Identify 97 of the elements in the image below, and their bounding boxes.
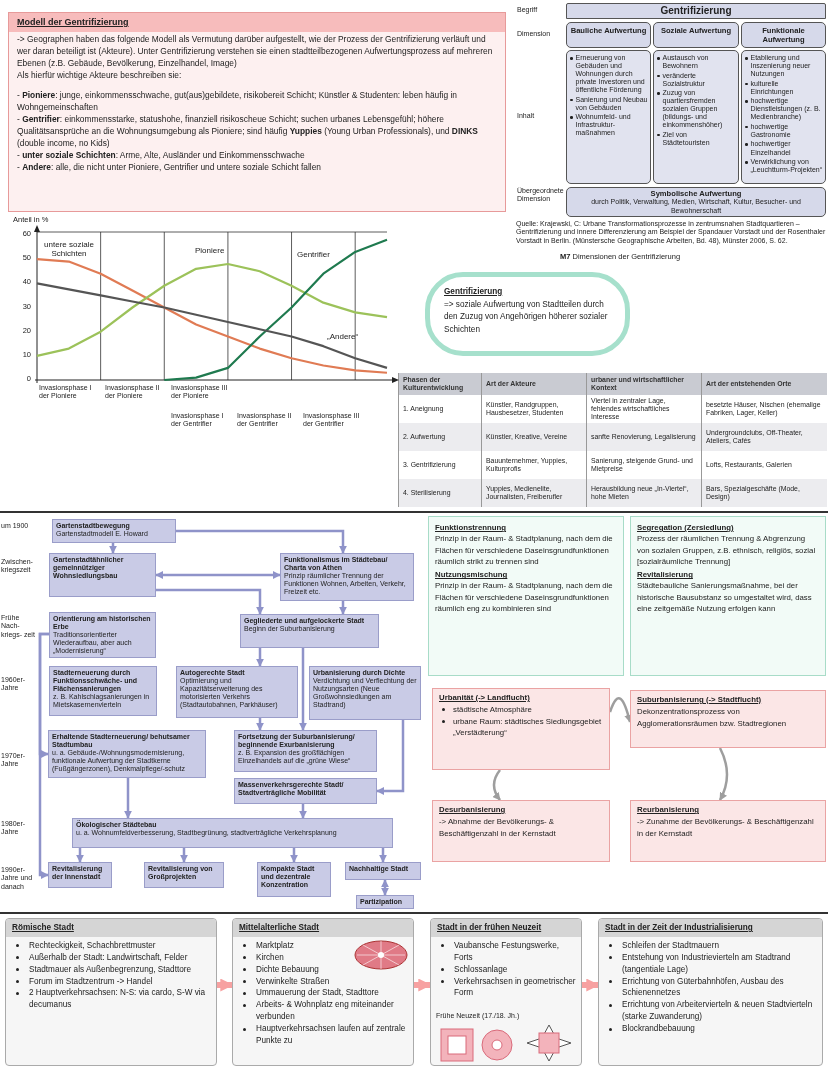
flow-box [234, 730, 377, 772]
era-box [5, 918, 217, 1066]
note-paragraph: - Pioniere: junge, einkommensschwache, gut(aus)gebildete, risikobereit Schicht; Künstler & Studenten: leben häufig in Wohngemeinschaften [17, 90, 458, 115]
arrow [176, 529, 347, 554]
arrow [339, 601, 347, 615]
flow-box [240, 614, 379, 648]
definition-box [428, 516, 624, 676]
bullet-item: Vaubansche Festungswerke, Forts [454, 939, 560, 964]
note-paragraph: - unter soziale Schichten: Arme, Alte, Ausländer und Einkommensschwache [17, 150, 306, 162]
content-box [653, 50, 739, 184]
note-paragraph: - Gentrifier: einkommensstarke, statushohe, finanziell risikoscheue Schicht; suchen urbanes Lebensgefühl; höhere Qualitätsansprüche an die Wohnungsumgebung als Pioniere; sind häufig Yuppies (Young Urban Professionals), und DINKS (double income, no Kids) [17, 114, 479, 151]
flow-box [49, 612, 156, 659]
note-box [8, 12, 506, 212]
bullet-item: Marktplatz [256, 939, 295, 952]
arrow [718, 747, 729, 801]
flow-box [52, 519, 176, 543]
series-label: „Andere“ [327, 332, 360, 342]
bullet-item: Verkehrsachsen in geometrischer Form [454, 975, 576, 1000]
flow-box [176, 666, 298, 718]
arrow [180, 848, 188, 863]
bullet-item: Verwinkelte Straßen [256, 975, 331, 988]
content-box [566, 50, 651, 184]
arrow [376, 720, 405, 795]
arrow [582, 978, 600, 992]
arrow [299, 804, 307, 819]
arrow [256, 718, 264, 731]
note-heading: Modell der Gentrifizierung [9, 13, 505, 32]
roof-box [566, 3, 826, 19]
cloud-note [425, 272, 630, 356]
flow-box [356, 895, 414, 910]
flow-box [345, 862, 421, 880]
bullet-item: Dichte Bebauung [256, 963, 320, 976]
arrow [608, 697, 633, 723]
bullet-item: Rechteckigkeit, Schachbrettmuster [29, 939, 157, 952]
body-text: => soziale Aufwertung von Stadtteilen durch den Zuzug von Angehörigen höherer sozialer Schichten [444, 298, 609, 337]
flow-box [72, 818, 393, 848]
era-heading: Stadt in der Zeit der Industrialisierung [599, 919, 822, 937]
era-box [430, 918, 582, 1066]
arrow [256, 648, 264, 667]
flow-box [144, 862, 224, 888]
dimension-box [653, 22, 739, 48]
bullet-item: Forum im Stadtzentrum -> Handel [29, 975, 154, 988]
arrow [299, 648, 307, 731]
box-title: Gentrifizierung [659, 5, 733, 16]
series-label: Gentrifier [297, 250, 331, 260]
bullet-item: Hauptverkehrsachsen laufen auf zentrale Punkte zu [256, 1023, 407, 1047]
arrow [217, 978, 234, 992]
bullet-item: Schlossanlage [454, 963, 509, 976]
bullet-item: Ummauerung der Stadt, Stadttore [256, 987, 380, 1000]
flow-box [48, 730, 206, 778]
arrow [379, 848, 387, 863]
definition-box [630, 516, 826, 676]
arrow [76, 848, 84, 863]
arrow [492, 769, 501, 801]
flow-box [309, 666, 421, 720]
note-paragraph: - Andere: alle, die nicht unter Pioniere, Gentrifier und untere soziale Schicht fallen [17, 162, 322, 174]
flow-box [48, 862, 112, 888]
bullet-item: Entstehung von Industrievierteln am Stadtrand (tangentiale Lage) [622, 951, 792, 976]
arrow [155, 571, 281, 579]
era-heading: Römische Stadt [6, 919, 216, 937]
bullet-item: Blockrandbebauung [622, 1023, 696, 1035]
bullet-item: Errichtung von Arbeitervierteln & neuen Stadtvierteln (starke Zuwanderung) [622, 999, 814, 1024]
arrow [156, 588, 264, 615]
flow-box [234, 778, 377, 804]
arrow [124, 778, 132, 819]
base-box [566, 187, 826, 217]
bullet-item: Stadtmauer als Außenbegrenzung, Stadttore [29, 963, 193, 976]
content-box [741, 50, 826, 184]
bullet-item: Errichtung von Güterbahnhöfen, Ausbau des Schienennetzes [622, 975, 785, 1000]
era-heading: Mittelalterliche Stadt [233, 919, 413, 937]
flow-box [280, 553, 414, 601]
note-heading: Gentrifizierung [444, 286, 504, 298]
era-box [598, 918, 823, 1066]
concept-box [432, 688, 610, 770]
arrow [414, 978, 432, 992]
series-label: Pioniere [195, 246, 226, 256]
flow-box [257, 862, 331, 897]
note-paragraph: -> Geographen haben das folgende Modell als Vermutung darüber aufgestellt, wie der Prozess der Gentrifizierung verläuft und wer daran beteiligt ist (Akteure). Unter Gentrifizierung verstehen sie einen stadtteilbezogenen Aufwertungsprozess auf mehreren Ebenen (z.B. Gebäude, Bevölkerung, Einzelhandel, Image) [17, 33, 494, 70]
arrow [381, 879, 389, 896]
flow-box [49, 666, 157, 716]
bullet-item: Schleifen der Stadtmauern [622, 939, 720, 952]
note-paragraph: Als hierfür wichtige Akteure beschreiben sie: [17, 69, 183, 82]
era-box [232, 918, 414, 1066]
concept-box [432, 800, 610, 862]
bullet-item: Kirchen [256, 951, 285, 964]
dimension-box [566, 22, 651, 48]
arrow [38, 632, 49, 879]
bullet-item: Arbeits- & Wohnplatz eng miteinander verbunden [256, 999, 395, 1024]
bullet-item: 2 Hauptverkehrsachsen: N-S: via cardo, S-W via decumanus [29, 987, 207, 1012]
concept-box [630, 800, 826, 862]
concept-box [630, 690, 826, 748]
arrow [109, 543, 117, 554]
dimension-box [741, 22, 826, 48]
bullet-item: Außerhalb der Stadt: Landwirtschaft, Felder [29, 951, 189, 964]
flow-box [49, 553, 156, 597]
era-heading: Stadt in der frühen Neuzeit [431, 919, 581, 937]
arrow [290, 848, 298, 863]
